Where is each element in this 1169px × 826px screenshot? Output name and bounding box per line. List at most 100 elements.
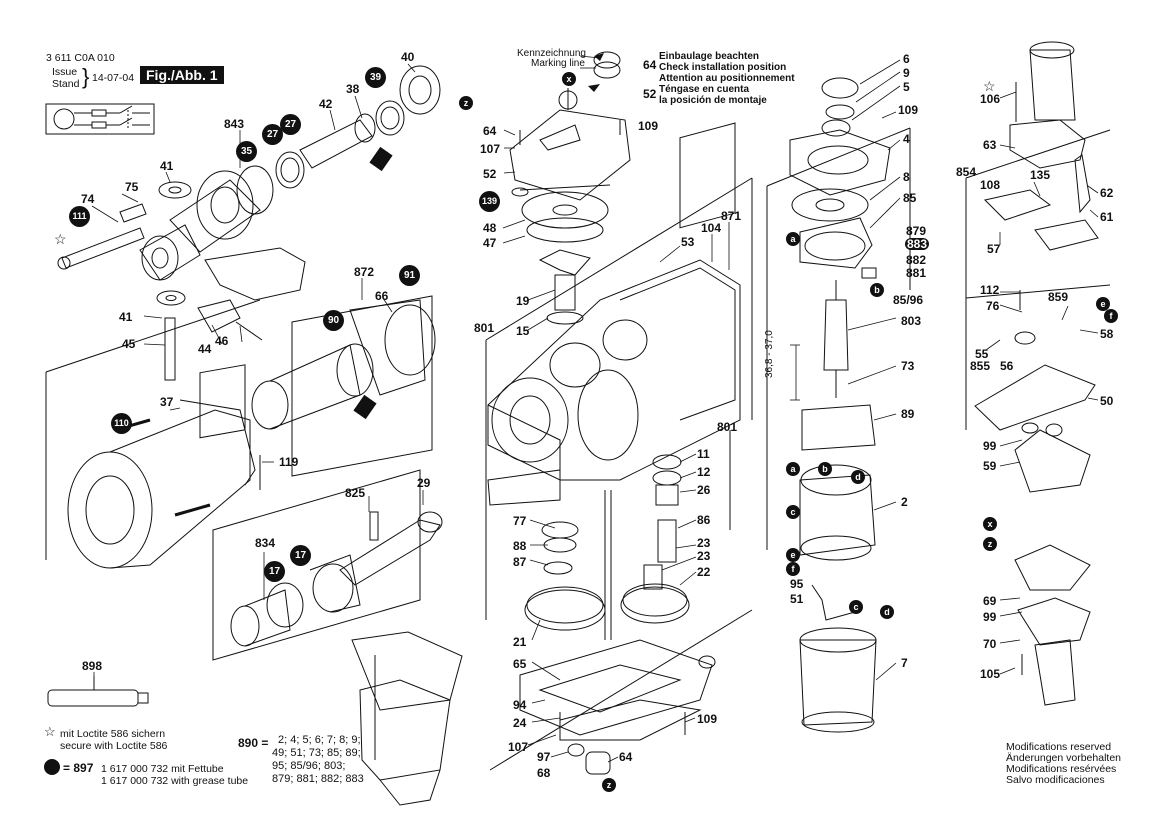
part-label: 52 — [643, 87, 657, 101]
part-label: 859 — [1048, 290, 1069, 304]
letter-marker: x — [983, 517, 997, 531]
part-label: 854 — [956, 165, 977, 179]
grease-bullet: 17 — [264, 561, 285, 582]
handle-assembly — [965, 41, 1111, 706]
part-label: 4 — [903, 132, 910, 146]
part-label: 135 — [1030, 168, 1051, 182]
star-icon: ☆ — [54, 231, 67, 247]
letter-marker: c — [786, 505, 800, 519]
part-label: 88 — [513, 539, 527, 553]
part-label: 85/96 — [893, 293, 924, 307]
part-label-highlight: 883 — [905, 237, 930, 251]
grease-bullet: 91 — [399, 265, 420, 286]
loctite-note-en: secure with Loctite 586 — [60, 740, 168, 752]
letter-marker: x — [562, 72, 576, 86]
part-label: 882 — [906, 253, 927, 267]
letter-marker: e — [786, 548, 800, 562]
part-label: 64 — [619, 750, 633, 764]
loctite-note-de: mit Loctite 586 sichern — [60, 728, 166, 740]
part-label: 44 — [198, 342, 212, 356]
part-label: 105 — [980, 667, 1001, 681]
part-label: 872 — [354, 265, 375, 279]
part-label: 58 — [1100, 327, 1114, 341]
part-label: 99 — [983, 439, 997, 453]
part-label: 86 — [697, 513, 711, 527]
part-label: 881 — [906, 266, 927, 280]
letter-marker: a — [786, 232, 800, 246]
modifications-note: Modifications reserved — [1006, 741, 1112, 753]
set-label: 890 = — [238, 736, 269, 750]
drill-chuck-assembly — [57, 65, 441, 381]
part-label: 70 — [983, 637, 997, 651]
grease-bullet: 35 — [236, 141, 257, 162]
part-label: 23 — [697, 536, 711, 550]
grease-bullet: 27 — [262, 124, 283, 145]
part-label: 801 — [717, 420, 738, 434]
letter-marker: b — [818, 462, 832, 476]
install-note-3: Attention au positionnement — [659, 73, 795, 84]
part-label: 56 — [1000, 359, 1014, 373]
part-label: 7 — [901, 656, 908, 670]
part-label: 94 — [513, 698, 527, 712]
grease-label: = 897 — [63, 761, 94, 775]
set-line: 49; 51; 73; 85; 89; — [272, 747, 361, 759]
part-label: 66 — [375, 289, 389, 303]
part-label: 68 — [537, 766, 551, 780]
grease-bullet: 17 — [290, 545, 311, 566]
part-label: 53 — [681, 235, 695, 249]
set-line: 95; 85/96; 803; — [272, 760, 346, 772]
letter-marker: f — [786, 562, 800, 576]
grease-bullet: 39 — [365, 67, 386, 88]
part-label: 21 — [513, 635, 527, 649]
part-label: 59 — [983, 459, 997, 473]
part-label: 63 — [983, 138, 997, 152]
part-label: 47 — [483, 236, 497, 250]
marking-label-de: Kennzeichnung — [517, 48, 586, 59]
part-label: 89 — [901, 407, 915, 421]
part-label: 50 — [1100, 394, 1114, 408]
gear-housing — [485, 122, 753, 620]
part-label: 29 — [417, 476, 431, 490]
part-label: 74 — [81, 192, 95, 206]
letter-marker: e — [1096, 297, 1110, 311]
barrel-housing — [67, 364, 261, 569]
letter-marker: b — [870, 283, 884, 297]
part-label: 23 — [697, 549, 711, 563]
grease-bullet: 90 — [323, 310, 344, 331]
part-label: 8 — [903, 170, 910, 184]
grease-bullet: 139 — [479, 191, 500, 212]
modifications-note: Modifications resérvées — [1006, 763, 1117, 775]
part-label: 41 — [119, 310, 133, 324]
letter-marker: z — [459, 96, 473, 110]
install-note-5: la posición de montaje — [659, 95, 767, 106]
part-label: 2 — [901, 495, 908, 509]
part-label: 119 — [279, 455, 299, 469]
part-label: 19 — [516, 294, 530, 308]
install-note-2: Check installation position — [659, 62, 787, 73]
letter-marker: d — [851, 470, 865, 484]
part-label: 87 — [513, 555, 527, 569]
part-label: 52 — [483, 167, 497, 181]
issue-label: Issue — [52, 66, 78, 78]
part-label: 41 — [160, 159, 174, 173]
part-label: 12 — [697, 465, 711, 479]
part-label: 99 — [983, 610, 997, 624]
part-label: 64 — [483, 124, 497, 138]
marking-label-en: Marking line — [531, 58, 585, 69]
install-note-1: Einbaulage beachten — [659, 51, 760, 62]
tube-assembly — [45, 295, 436, 560]
part-label: 843 — [224, 117, 245, 131]
part-label: 62 — [1100, 186, 1114, 200]
brace-icon: } — [82, 64, 90, 89]
part-label: 107 — [480, 142, 501, 156]
loctite-star-icon: ☆ — [44, 724, 56, 739]
dimension-label: 36,8 - 37,0 — [764, 330, 775, 378]
part-label: 97 — [537, 750, 551, 764]
part-label: 77 — [513, 514, 527, 528]
arrow-icon — [588, 84, 600, 92]
part-label: 104 — [701, 221, 722, 235]
grease-bullet: 110 — [111, 413, 132, 434]
part-label: 108 — [980, 178, 1001, 192]
part-label: 5 — [903, 80, 910, 94]
